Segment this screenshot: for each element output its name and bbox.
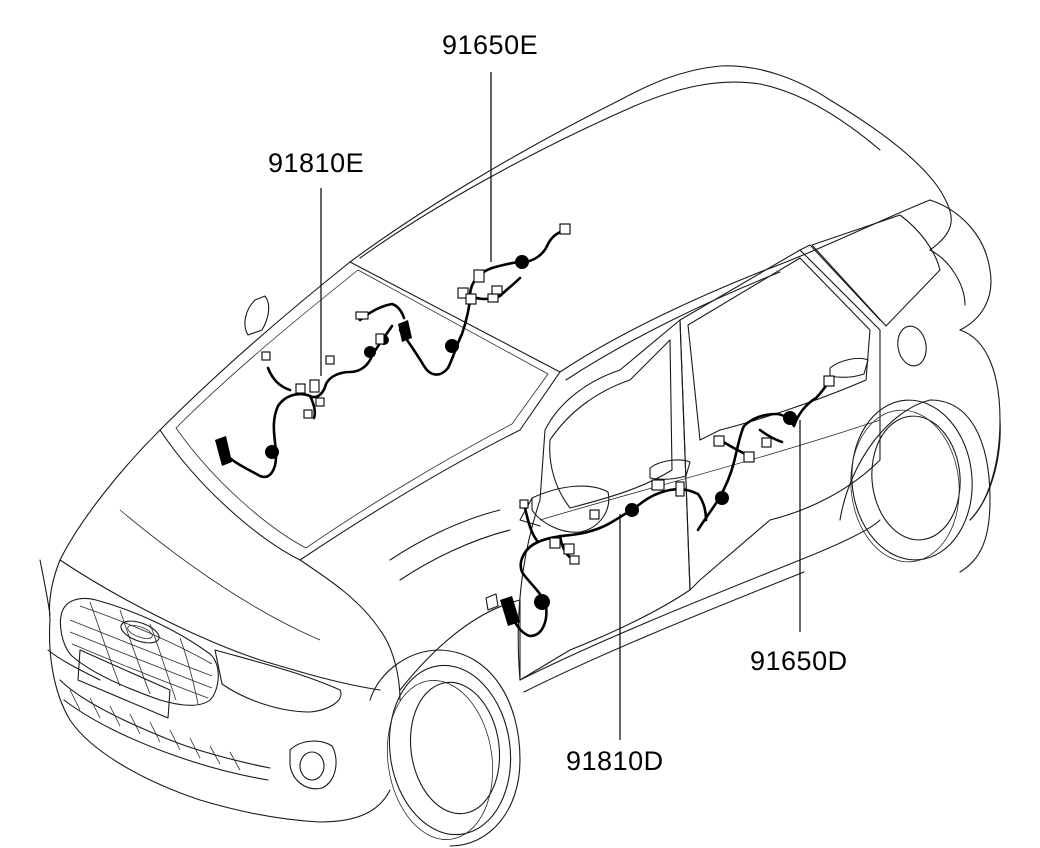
label-91810D: 91810D: [566, 746, 664, 776]
harness-91810E[interactable]: [215, 302, 406, 479]
harness-91650D[interactable]: [696, 375, 835, 532]
lower-grille-mesh: [69, 689, 241, 771]
harness-91810D[interactable]: [500, 479, 708, 638]
grille-mesh: [69, 601, 213, 705]
car-body-outline: [39, 65, 1001, 847]
label-91650D: 91650D: [750, 646, 848, 676]
label-91650E: 91650E: [442, 30, 539, 60]
label-91810E: 91810E: [268, 148, 365, 178]
harness-91650E[interactable]: [398, 223, 571, 376]
